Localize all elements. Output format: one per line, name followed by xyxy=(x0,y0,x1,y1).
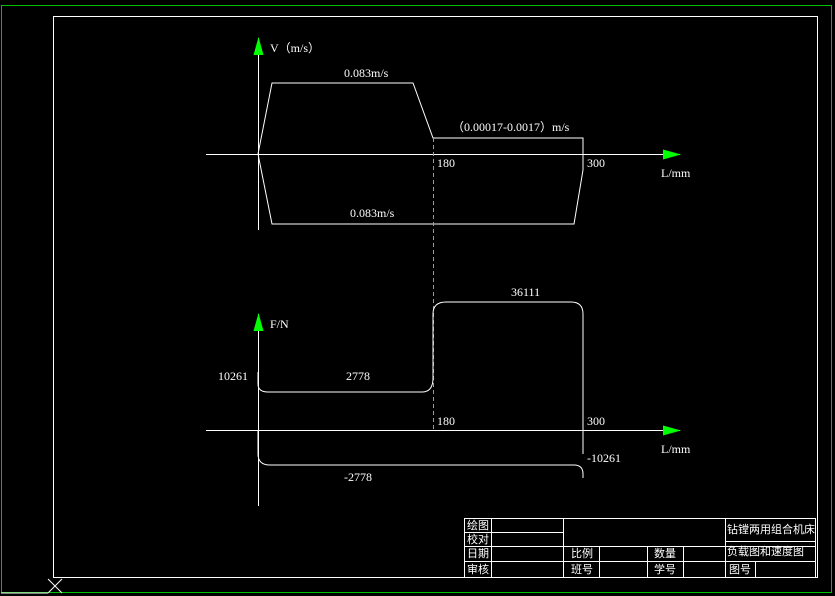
f-return-curve xyxy=(257,430,584,478)
ucs-cross-icon xyxy=(1,578,63,594)
tb-drawn: 绘图 xyxy=(467,518,489,532)
inner-frame xyxy=(53,16,818,578)
tb-scale: 比例 xyxy=(571,546,593,560)
tb-drawing-no: 图号 xyxy=(729,563,751,576)
tb-quantity: 数量 xyxy=(654,547,676,560)
tb-drawing-subtitle: 负载图和速度图 xyxy=(727,544,804,558)
v-forward-curve xyxy=(257,82,584,155)
title-block xyxy=(464,518,816,578)
f-end-value: -10261 xyxy=(587,451,621,465)
v-fast-forward-label: 0.083m/s xyxy=(344,66,389,80)
tb-checked: 校对 xyxy=(467,532,489,546)
velocity-diagram xyxy=(206,37,681,230)
v-feed-label: （0.00017-0.0017）m/s xyxy=(452,120,570,134)
f-return-force-label: -2778 xyxy=(344,470,372,484)
f-tick-300: 300 xyxy=(587,414,605,428)
v-axis-label: V（m/s） xyxy=(270,41,320,55)
v-return-curve xyxy=(257,153,584,225)
outer-frame xyxy=(1,5,832,593)
tb-student-id: 学号 xyxy=(654,562,676,576)
v-x-axis-label: L/mm xyxy=(661,166,691,180)
f-forward-force-label: 2778 xyxy=(346,369,370,383)
v-tick-300: 300 xyxy=(587,156,605,170)
f-work-force-label: 36111 xyxy=(511,285,540,299)
tb-drawing-title: 钻镗两用组合机床 xyxy=(727,522,815,536)
tb-approved: 审核 xyxy=(467,562,489,576)
tb-class: 班号 xyxy=(571,563,593,576)
f-forward-curve xyxy=(257,301,584,430)
tb-date: 日期 xyxy=(467,547,489,560)
f-axis-label: F/N xyxy=(270,317,289,331)
v-tick-180: 180 xyxy=(437,156,455,170)
v-fast-return-label: 0.083m/s xyxy=(350,206,395,220)
f-tick-180: 180 xyxy=(437,414,455,428)
f-x-axis-label: L/mm xyxy=(661,442,691,456)
f-left-value: 10261 xyxy=(218,369,248,383)
force-diagram xyxy=(206,301,681,506)
